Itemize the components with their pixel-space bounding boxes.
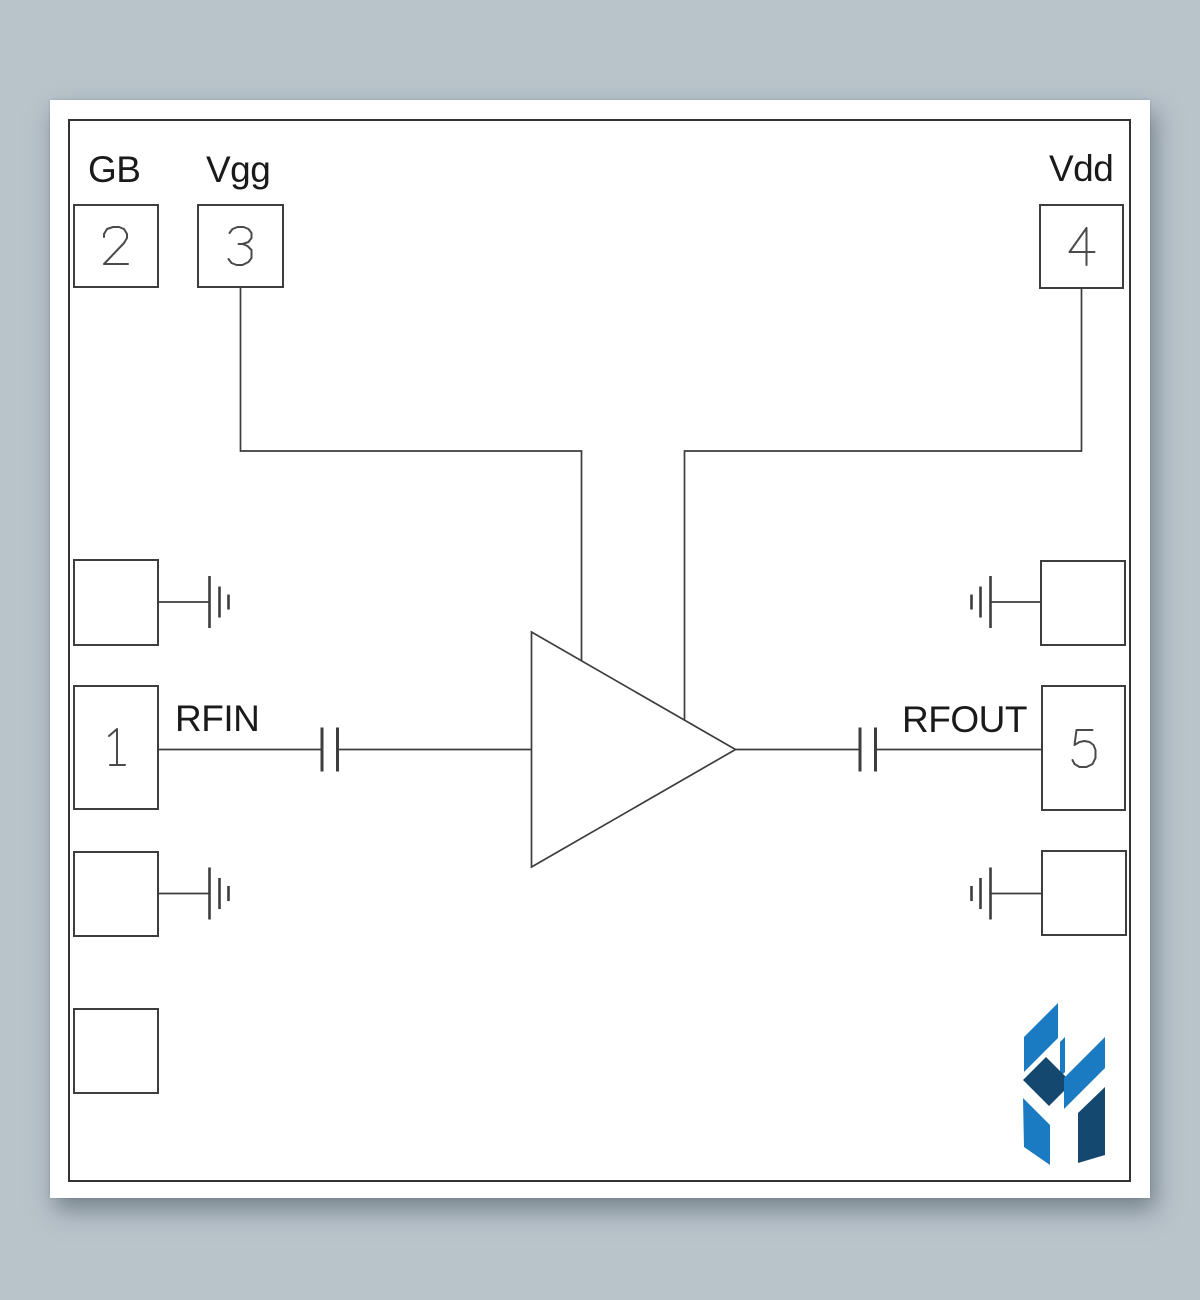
schematic-border — [68, 119, 1131, 1182]
datasheet-page: GB Vgg Vdd RFIN RFOUT — [50, 100, 1150, 1198]
ground-symbol-bottom-left — [158, 867, 230, 920]
pad-ground-top-left — [73, 559, 159, 646]
amplifier-symbol — [530, 630, 738, 869]
hittite-logo — [1023, 1003, 1105, 1165]
logo-top-left-band — [1024, 1003, 1058, 1072]
label-vgg: Vgg — [206, 149, 270, 190]
logo-left-bar — [1023, 1098, 1050, 1165]
pad-5-number — [1071, 729, 1097, 768]
output-coupling-capacitor — [858, 727, 877, 772]
pad-ground-bottom-left — [73, 851, 159, 937]
vdd-wire — [683, 288, 1083, 720]
pad-ground-top-right — [1040, 560, 1126, 646]
vgg-wire — [239, 287, 583, 661]
pad-4-number — [1068, 227, 1096, 266]
logo-center-fold — [1023, 1057, 1072, 1106]
label-rfin: RFIN — [175, 698, 259, 739]
pad-4-vdd — [1039, 204, 1124, 289]
label-rfout: RFOUT — [902, 699, 1027, 740]
pad-5-rfout — [1041, 685, 1126, 811]
pad-ground-bottom-right — [1041, 850, 1127, 936]
label-vdd: Vdd — [1049, 148, 1113, 189]
label-gb: GB — [88, 149, 140, 190]
logo-right-bar — [1078, 1087, 1105, 1163]
pad-unlabeled-bottom-left — [73, 1008, 159, 1094]
ground-symbol-top-right — [970, 576, 1041, 628]
ground-symbol-top-left — [158, 576, 230, 628]
pad-2-number — [103, 226, 129, 265]
pad-1-number — [108, 728, 126, 766]
logo-band-sliver — [1060, 1037, 1065, 1077]
ground-symbol-bottom-right — [970, 867, 1042, 920]
logo-right-band — [1064, 1037, 1105, 1109]
pad-2-gb — [73, 204, 159, 288]
schematic-canvas: GB Vgg Vdd RFIN RFOUT — [68, 119, 1131, 1182]
input-coupling-capacitor — [320, 727, 339, 772]
pad-3-vgg — [197, 204, 284, 288]
pad-3-number — [227, 226, 253, 266]
